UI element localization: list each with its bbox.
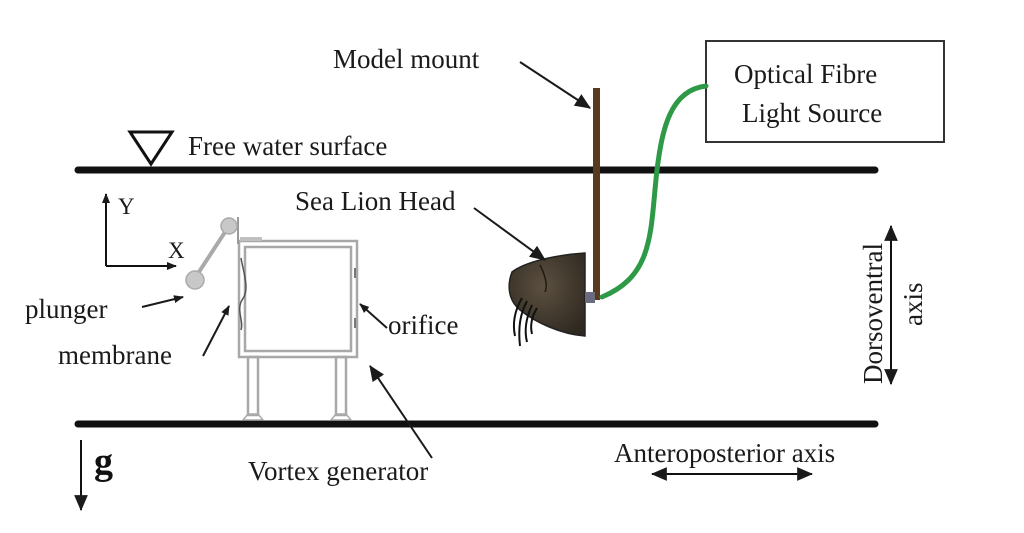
anteroposterior-label: Anteroposterior axis xyxy=(614,438,835,468)
vortex-generator-label: Vortex generator xyxy=(248,456,428,486)
plunger-pointer xyxy=(141,295,184,308)
membrane-label: membrane xyxy=(58,340,172,370)
membrane xyxy=(238,257,247,331)
optical-fibre-cable xyxy=(599,83,709,300)
coordinate-axes xyxy=(102,193,177,270)
whiskers xyxy=(512,297,538,347)
plunger xyxy=(185,217,238,290)
free-water-surface-label: Free water surface xyxy=(188,131,387,161)
membrane-pointer xyxy=(202,305,230,357)
vortex-generator xyxy=(237,217,359,421)
dorsoventral-label-line2: axis xyxy=(898,283,928,327)
gravity-label: g xyxy=(94,441,113,483)
orifice-label: orifice xyxy=(388,310,458,340)
model-mount-pointer xyxy=(519,61,591,109)
model-mount-rod xyxy=(593,88,600,300)
axis-y-label: Y xyxy=(118,194,135,219)
light-source-label-line1: Optical Fibre xyxy=(734,59,877,89)
light-source-label-line2: Light Source xyxy=(742,98,882,128)
optical-fibre-light-source-box xyxy=(705,40,945,143)
sea-lion-head xyxy=(508,252,595,347)
vortex-generator-pointer xyxy=(369,365,433,459)
sea-lion-head-label: Sea Lion Head xyxy=(295,186,456,216)
sea-lion-head-pointer xyxy=(473,207,546,261)
model-mount-label: Model mount xyxy=(333,44,480,74)
plunger-label: plunger xyxy=(25,294,107,324)
orifice-pointer xyxy=(359,303,388,329)
water-surface-triangle-icon xyxy=(127,130,175,167)
axis-x-label: X xyxy=(168,238,185,263)
dorsoventral-label-line1: Dorsoventral xyxy=(858,243,888,384)
